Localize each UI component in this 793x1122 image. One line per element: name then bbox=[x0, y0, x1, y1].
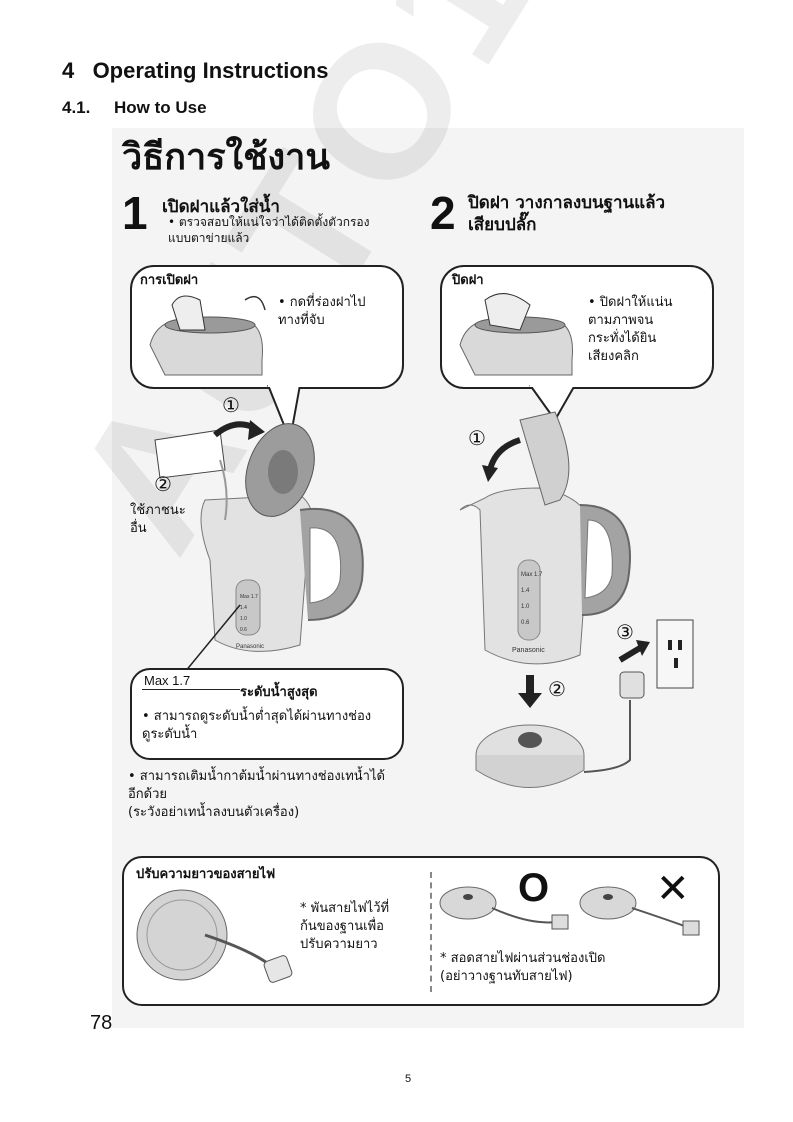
ok-mark: O bbox=[518, 866, 549, 911]
page-number-bottom: 5 bbox=[405, 1073, 411, 1085]
page-number-left: 78 bbox=[90, 1012, 112, 1035]
ng-mark: ✕ bbox=[656, 866, 690, 912]
